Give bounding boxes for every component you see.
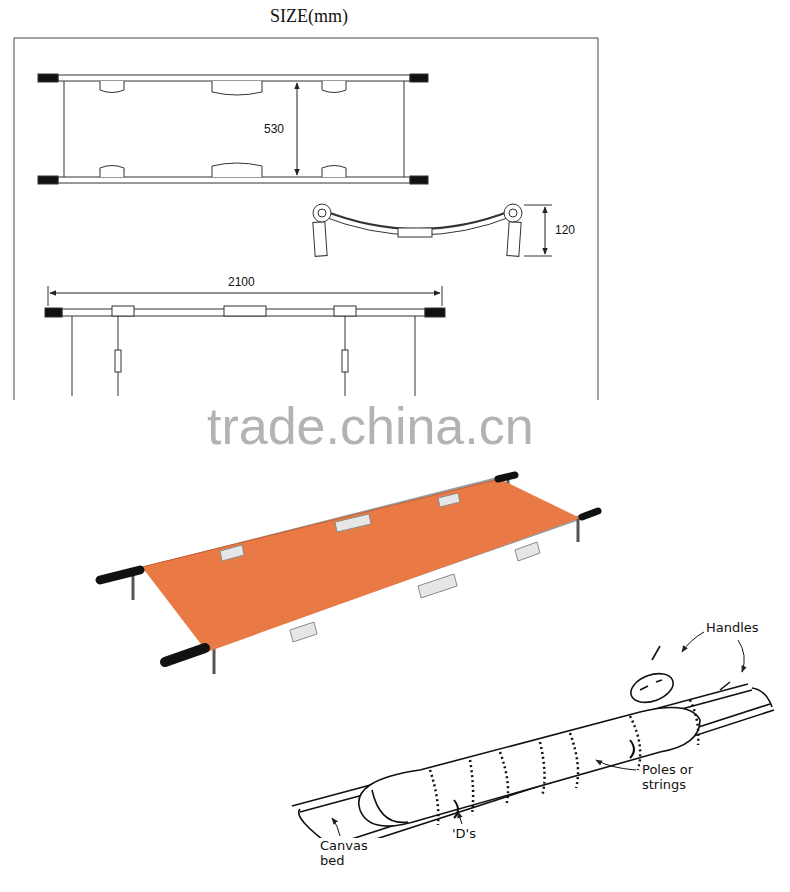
top-view-part [322,81,346,93]
callout-label: Canvas bed [318,838,384,868]
top-view-part [322,166,346,178]
stretcher-sketch-part [332,818,340,836]
side-view-part [112,306,134,316]
side-view-part [415,316,416,396]
stretcher-sketch-part-part [470,760,473,815]
top-view-part [100,81,124,93]
end-view-part [545,207,546,254]
side-view-part [334,306,356,316]
stretcher-sketch-part [330,704,770,846]
stretcher-photo-part-part [290,622,317,642]
top-view-part [58,75,410,81]
watermark: trade.china.cn [205,396,536,456]
stretcher-photo-part [498,475,515,479]
top-view-part [410,176,428,184]
top-view-part [64,81,65,177]
end-view-part [524,256,552,257]
frame [14,38,598,400]
end-view-part [313,222,327,257]
top-view [38,74,428,184]
side-view-part [72,316,73,396]
stretcher-photo-part-part [438,493,460,507]
end-view-part [509,209,517,217]
stretcher-photo-part [220,493,540,642]
dimension-label: 2100 [226,275,257,289]
stretcher-photo-part [142,479,500,567]
top-view-part [100,166,124,178]
dimension-label: 120 [553,223,577,237]
stretcher-photo-part [213,648,216,674]
callout-label: 'D's [450,826,478,841]
top-view-part [404,81,405,177]
stretcher-sketch-part-part [630,716,640,770]
stretcher-photo-part [142,479,580,652]
stretcher-sketch-part [627,668,677,707]
dimension-label: 530 [262,122,286,136]
stretcher-photo-part [582,511,598,517]
top-view-part [58,177,410,183]
stretcher-sketch-part-part [430,770,438,825]
side-view-part [224,306,266,316]
side-view [45,286,445,396]
stretcher-sketch-part [738,640,744,672]
stretcher-photo-part-part [220,545,244,561]
stretcher-sketch-part [652,646,730,690]
side-view-part [45,308,62,317]
end-view-part [318,209,326,217]
stretcher-sketch-part [682,632,704,652]
stretcher-photo-part-part [515,542,540,561]
callout-label: Poles or strings [640,762,728,792]
stretcher-sketch-part [596,760,636,770]
stretcher-photo-part [132,574,135,600]
stretcher-photo [100,475,598,674]
stretcher-photo-part-part [335,514,371,532]
stretcher-sketch [292,632,774,852]
stretcher-sketch-part-part [500,752,508,806]
end-view-part [524,205,552,206]
stretcher-sketch-part [454,800,458,818]
end-view-part [313,204,331,222]
side-view-part [48,286,49,306]
top-view-part [212,163,262,177]
top-view-part [38,74,58,82]
stretcher-sketch-part [752,688,772,707]
stretcher-photo-part [165,648,205,662]
top-view-part [38,176,58,184]
stretcher-sketch-part [640,680,662,690]
stretcher-sketch-part [458,812,462,824]
top-view-part [297,83,298,175]
side-view-part [115,350,121,372]
side-view-part [342,350,348,372]
end-view [313,204,552,256]
side-view-part [425,308,445,317]
stretcher-sketch-part [630,740,634,758]
top-view-part [410,74,428,82]
end-view-part [504,204,522,222]
callout-label: Handles [704,620,761,635]
top-view-part [212,81,262,95]
stretcher-sketch-part-part [690,700,698,745]
side-view-part [442,286,443,306]
title: SIZE(mm) [270,6,348,27]
side-view-part [50,293,440,294]
stretcher-photo-part [577,518,580,542]
end-view-part [507,222,521,257]
stretcher-photo-part-part [418,574,457,598]
stretcher-sketch-part-part [540,742,545,796]
frame-part [14,38,598,400]
stretcher-photo-part [100,570,140,580]
stretcher-sketch-part [372,790,408,822]
stretcher-sketch-part-part [570,733,578,788]
end-view-part [398,228,432,237]
